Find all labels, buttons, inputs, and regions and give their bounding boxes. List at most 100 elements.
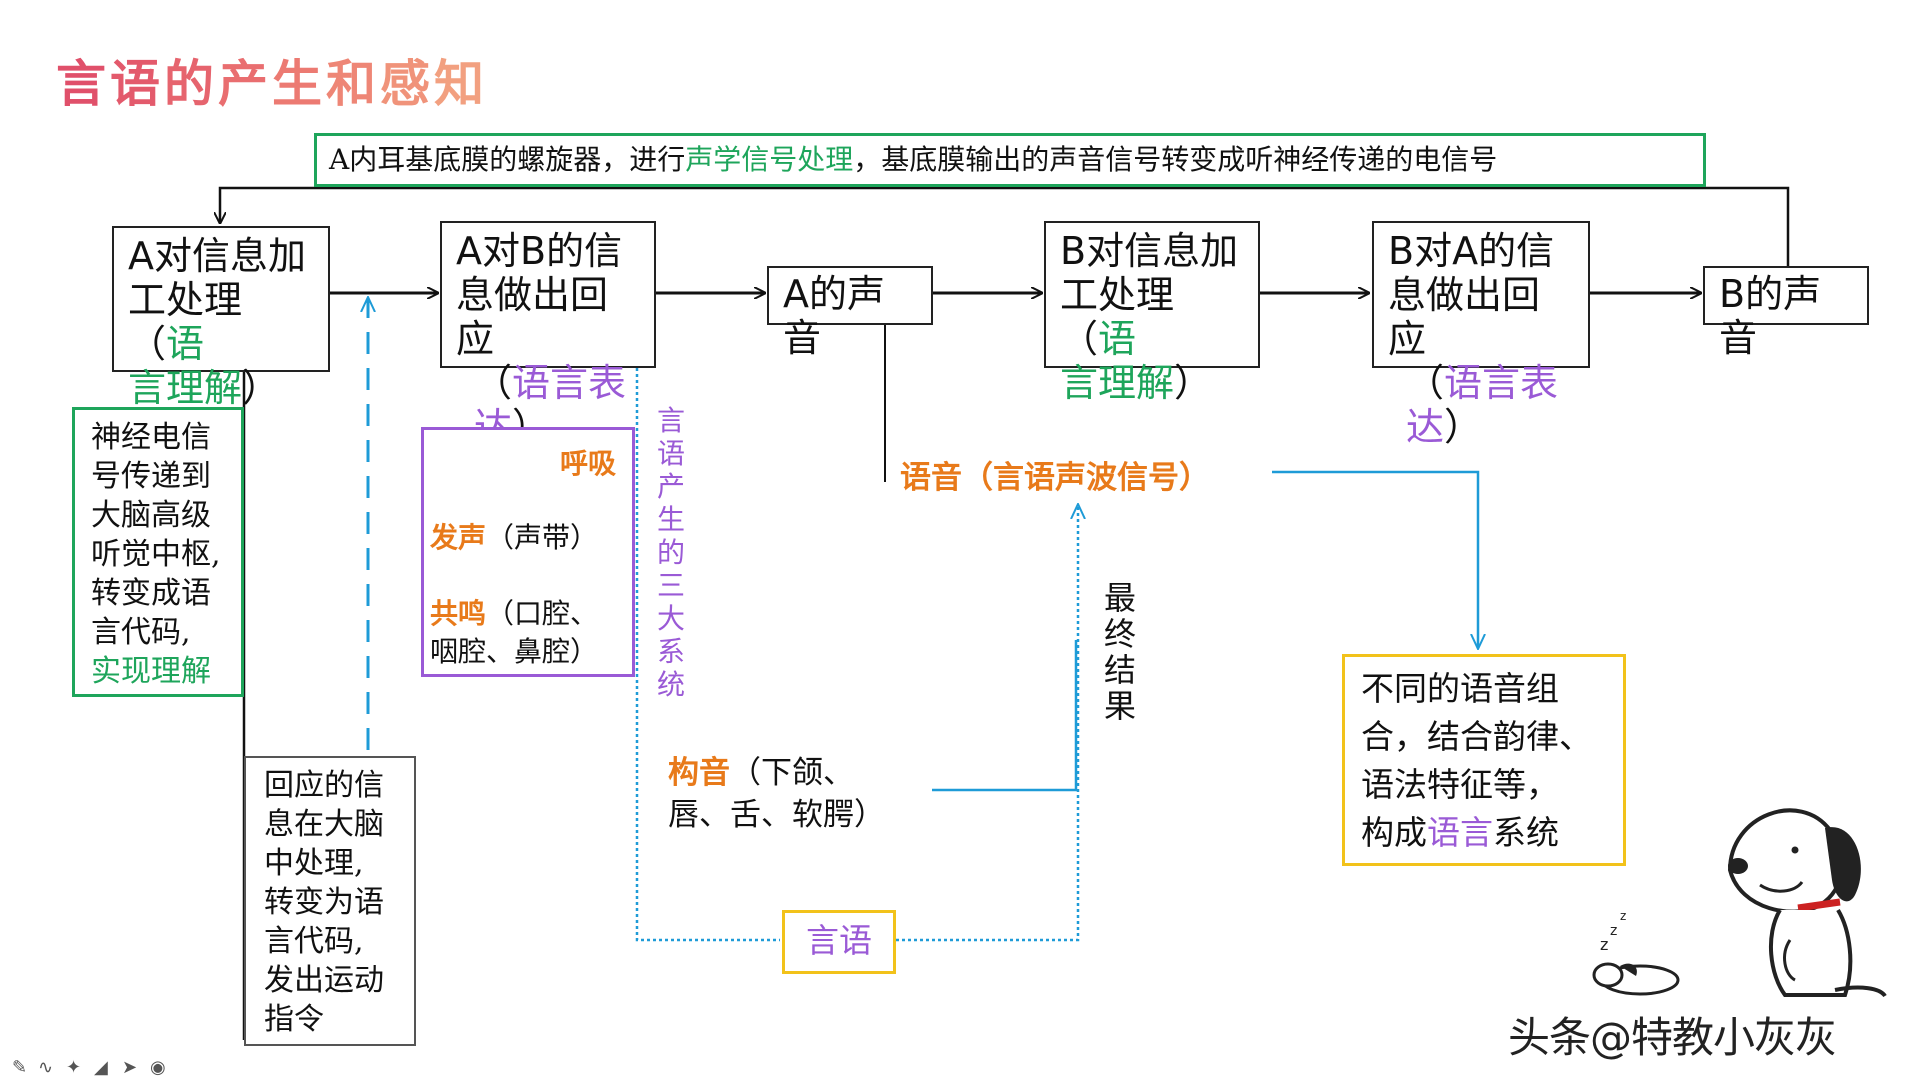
- a-process-line1: A对信息加: [128, 234, 306, 278]
- speech-box-label: 言语: [806, 921, 872, 960]
- title-char: 知: [434, 54, 488, 113]
- nerve-lines: 神经电信号传递到大脑高级听觉中枢, 转变成语言代码,: [91, 418, 241, 652]
- snoopy-illustration: z z z: [1592, 808, 1887, 998]
- pointer-icon[interactable]: ➤: [122, 1057, 138, 1078]
- top-note-highlight: 声学信号处理: [685, 143, 854, 176]
- nerve-box: 神经电信号传递到大脑高级听觉中枢, 转变成语言代码, 实现理解: [72, 407, 244, 697]
- nerve-line: 言代码,: [91, 615, 191, 650]
- vertical-label-char: 的: [656, 536, 685, 569]
- dotted-speech-up: [896, 505, 1078, 942]
- curve-icon[interactable]: ∿: [38, 1057, 54, 1078]
- b-respond-line1: B对A的信: [1388, 229, 1555, 273]
- b-process-line3a: 言理解: [1060, 361, 1175, 405]
- vertical-label-char: 三: [656, 569, 685, 602]
- vertical-label-char: 生: [656, 503, 685, 536]
- articulation-block: 构音（下颌、 唇、舌、软腭）: [668, 752, 885, 836]
- a-voice-box: A的声音: [767, 266, 933, 360]
- svg-text:z: z: [1610, 923, 1617, 939]
- language-line2: 合，结合韵律、: [1361, 717, 1592, 756]
- b-process-line3b: ）: [1174, 361, 1213, 405]
- respond-process-box: 回应的信息在大脑中处理, 转变为语言代码, 发出运动指令: [244, 756, 416, 1046]
- phonation-note: （声带）: [486, 521, 599, 554]
- b-respond-box: B对A的信 息做出回应 （语言表达）: [1372, 221, 1590, 449]
- three-systems-box: 呼吸 发声（声带） 共鸣（口腔、 咽腔、鼻腔）: [421, 427, 635, 677]
- three-systems-vertical-label: 言语产生的三大系统: [654, 404, 688, 701]
- svg-text:z: z: [1600, 935, 1608, 954]
- breath-label: 呼吸: [559, 447, 616, 480]
- language-line4c: 系统: [1493, 813, 1559, 852]
- resonance-note2: 咽腔、鼻腔）: [430, 635, 599, 668]
- articulation-line: [932, 640, 1078, 792]
- dotted-speech-path: [635, 368, 780, 942]
- respond-line: 回应的信: [264, 768, 384, 803]
- respond-line: 中处理,: [264, 846, 364, 881]
- respond-lines: 回应的信息在大脑中处理, 转变为语言代码, 发出运动指令: [264, 766, 414, 1039]
- title-char: 感: [380, 54, 434, 113]
- articulation-note1: （下颌、: [730, 755, 854, 791]
- final-result-char: 果: [1103, 687, 1136, 725]
- b-respond-line3b: 语言表达: [1406, 361, 1559, 449]
- resonance-note1: （口腔、: [486, 597, 599, 630]
- brush-icon[interactable]: ✦: [66, 1057, 82, 1078]
- a-respond-line2: 息做出回应: [456, 273, 609, 361]
- respond-line: 发出运动: [264, 963, 384, 998]
- top-loop-line: [220, 186, 1790, 270]
- vertical-label-char: 统: [656, 668, 685, 701]
- a-process-line3a: 言理解: [128, 366, 243, 410]
- title-char: 产: [218, 54, 272, 113]
- title-char: 的: [164, 54, 218, 113]
- record-icon[interactable]: ◉: [150, 1057, 166, 1078]
- language-line1: 不同的语音组: [1361, 669, 1559, 708]
- title-char: 语: [110, 54, 164, 113]
- title-char: 言: [56, 54, 110, 113]
- eraser-icon[interactable]: ◢: [94, 1057, 108, 1078]
- language-system-box: 不同的语音组 合，结合韵律、 语法特征等， 构成语言系统: [1342, 654, 1626, 866]
- speech-sound-to-language: [1272, 470, 1478, 648]
- resonance-label: 共鸣: [430, 597, 487, 630]
- vertical-label-char: 语: [656, 437, 685, 470]
- b-process-line1: B对信息加: [1060, 229, 1239, 273]
- title-char: 生: [272, 54, 326, 113]
- top-note-text-2: ，基底膜输出的声音信号转变成听神经传递的电信号: [853, 143, 1498, 176]
- vertical-label-char: 大: [656, 602, 685, 635]
- a-respond-line3a: （: [474, 361, 513, 405]
- b-respond-line3c: ）: [1444, 405, 1483, 449]
- respond-line: 言代码,: [264, 924, 364, 959]
- nerve-highlight: 实现理解: [91, 654, 211, 689]
- final-result-char: 结: [1103, 651, 1136, 689]
- b-respond-line3a: （: [1406, 361, 1445, 405]
- phonation-label: 发声: [430, 521, 487, 554]
- final-result-char: 最: [1103, 579, 1136, 617]
- svg-text:z: z: [1620, 909, 1626, 923]
- b-respond-line2: 息做出回应: [1388, 273, 1541, 361]
- vertical-label-char: 言: [656, 404, 685, 437]
- speech-sound-label: 语音（言语声波信号）: [900, 460, 1210, 496]
- nerve-line: 转变成语: [91, 576, 211, 611]
- final-result-char: 终: [1103, 615, 1136, 653]
- final-result-label: 最终结果: [1100, 580, 1140, 724]
- nerve-line: 大脑高级: [91, 498, 211, 533]
- a-process-line3b: ）: [242, 366, 281, 410]
- vertical-label-char: 产: [656, 470, 685, 503]
- speech-box: 言语: [782, 910, 896, 974]
- page-title: 言语的产生和感知: [56, 44, 488, 116]
- language-line4a: 构成: [1361, 813, 1427, 852]
- nerve-line: 听觉中枢,: [91, 537, 221, 572]
- watermark: 头条@特教小灰灰: [1508, 1013, 1837, 1062]
- a-process-box: A对信息加 工处理（语 言理解）: [112, 226, 330, 410]
- a-respond-line1: A对B的信: [456, 229, 623, 273]
- respond-line: 指令: [264, 1002, 324, 1037]
- pen-icon[interactable]: ✎: [12, 1057, 28, 1078]
- title-char: 和: [326, 54, 380, 113]
- respond-line: 息在大脑: [264, 807, 384, 842]
- b-process-box: B对信息加 工处理（语 言理解）: [1044, 221, 1260, 405]
- respond-line: 转变为语: [264, 885, 384, 920]
- nerve-line: 号传递到: [91, 459, 211, 494]
- nerve-line: 神经电信: [91, 420, 211, 455]
- b-process-line2a: 工处理（: [1060, 273, 1175, 361]
- articulation-label: 构音: [668, 755, 730, 791]
- language-line4b: 语言: [1427, 813, 1493, 852]
- a-voice-label: A的声音: [783, 272, 885, 360]
- top-note-box: A内耳基底膜的螺旋器，进行声学信号处理，基底膜输出的声音信号转变成听神经传递的电…: [314, 133, 1706, 187]
